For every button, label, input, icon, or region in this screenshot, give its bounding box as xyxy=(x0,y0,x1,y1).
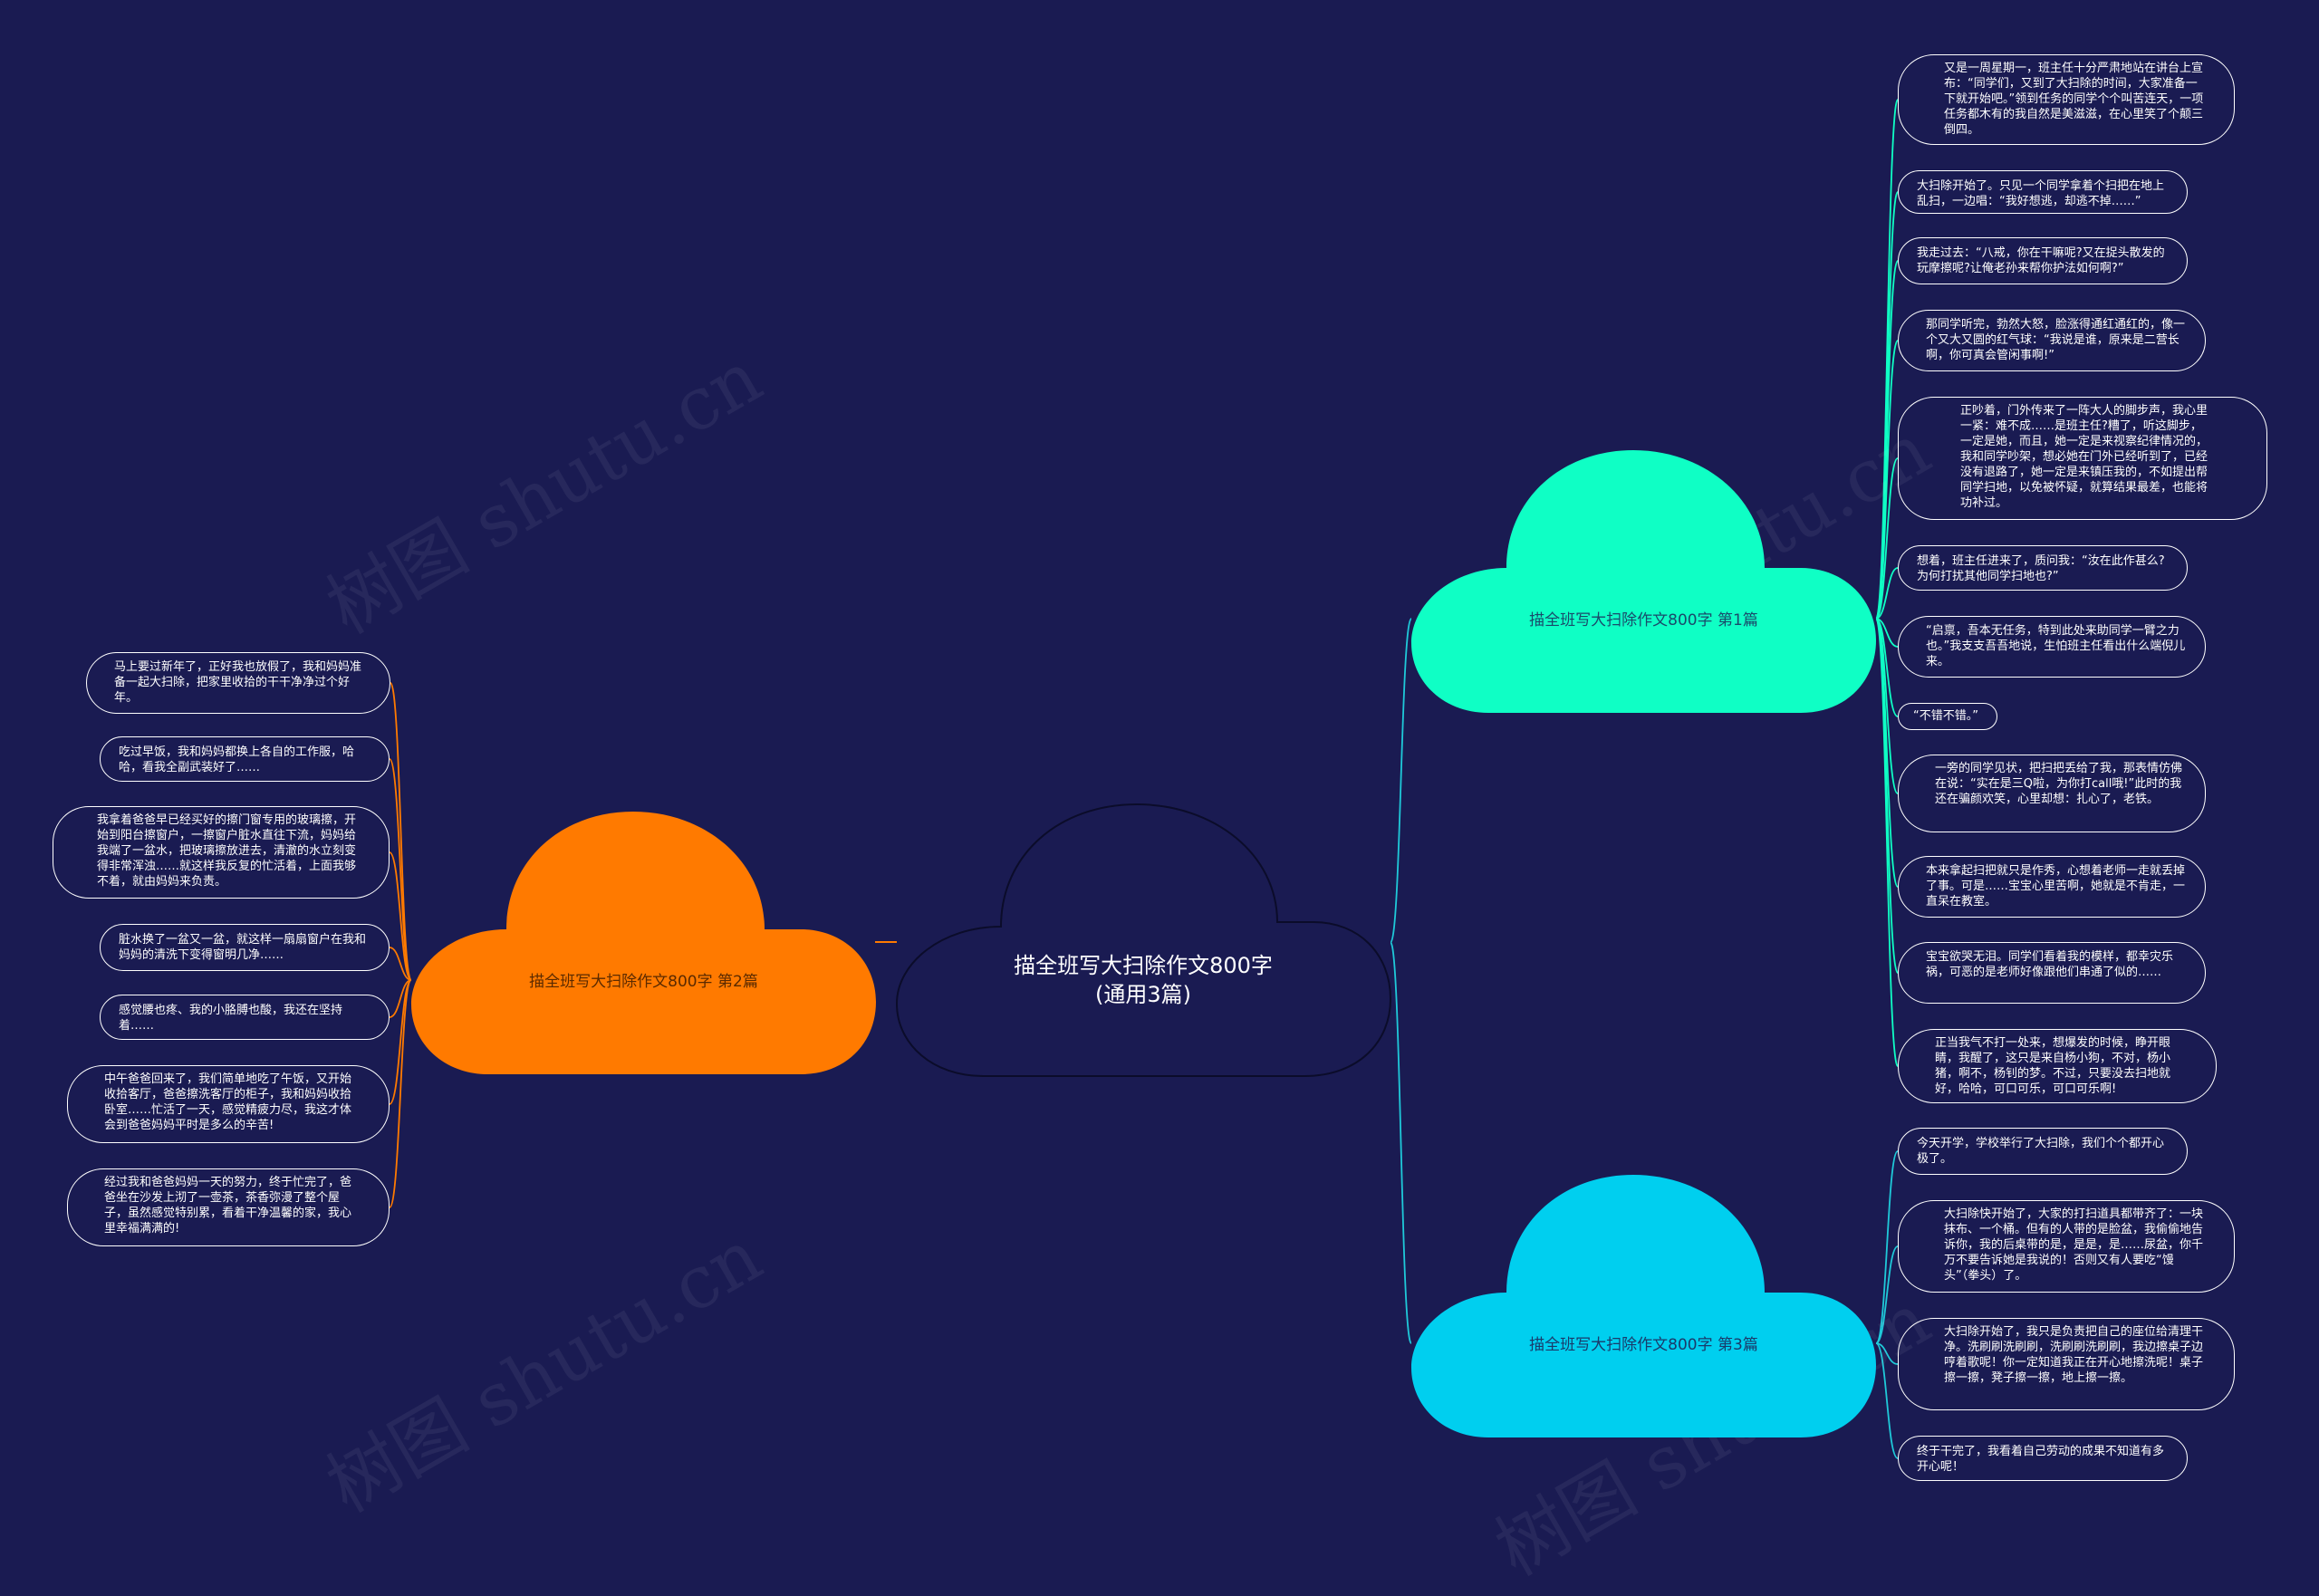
link-leaf-3-2 xyxy=(1875,1245,1899,1344)
branch-2-cloud-shape xyxy=(411,812,876,1074)
left-connector-dash xyxy=(875,941,897,943)
link-leaf-1-12 xyxy=(1875,618,1899,1067)
leaf-3-2[interactable]: 大扫除快开始了，大家的打扫道具都带齐了：一块抹布、一个桶。但有的人带的是脸盆，我… xyxy=(1898,1200,2235,1293)
link-leaf-1-4 xyxy=(1875,340,1899,620)
mindmap-canvas: 树图 shutu.cn 树图 shutu.cn 树图 shutu.cn 树图 s… xyxy=(53,54,2267,1592)
leaf-3-3[interactable]: 大扫除开始了，我只是负责把自己的座位给清理干净。洗刷刷洗刷刷，洗刷刷洗刷刷，我边… xyxy=(1898,1318,2235,1410)
link-leaf-2-5 xyxy=(389,979,412,1018)
leaf-2-7[interactable]: 经过我和爸爸妈妈一天的努力，终于忙完了，爸爸坐在沙发上沏了一壶茶，茶香弥漫了整个… xyxy=(67,1168,390,1246)
link-leaf-2-3 xyxy=(389,851,412,981)
link-leaf-3-1 xyxy=(1875,1150,1899,1344)
leaf-1-12[interactable]: 正当我气不打一处来，想爆发的时候，睁开眼睛，我醒了，这只是来自杨小狗，不对，杨小… xyxy=(1898,1029,2217,1103)
branch-1-cloud-shape xyxy=(1411,450,1876,713)
connector-lines xyxy=(389,99,1899,1459)
link-center-branch-3 xyxy=(1390,941,1412,1344)
leaf-1-9[interactable]: 一旁的同学见状，把扫把丢给了我，那表情仿佛在说：“实在是三Q啦，为你打call哦… xyxy=(1898,755,2206,832)
branch-1-label: 描全班写大扫除作文800字 第1篇 xyxy=(1529,611,1758,630)
link-center-branch-1 xyxy=(1390,618,1412,944)
leaf-1-3[interactable]: 我走过去：“八戒，你在干嘛呢?又在捉头散发的玩摩擦呢?让俺老孙来帮你护法如何啊?… xyxy=(1898,237,2188,284)
central-cloud-shape xyxy=(895,803,1392,1077)
link-leaf-1-6 xyxy=(1875,567,1899,620)
branch-topic-2[interactable]: 描全班写大扫除作文800字 第2篇 xyxy=(411,812,876,1076)
leaf-1-6[interactable]: 想着，班主任进来了，质问我：“汝在此作甚么?为何打扰其他同学扫地也?” xyxy=(1898,545,2188,591)
link-leaf-2-6 xyxy=(389,979,412,1105)
leaf-2-2[interactable]: 吃过早饭，我和妈妈都换上各自的工作服，哈哈，看我全副武装好了…… xyxy=(100,736,390,782)
central-topic[interactable]: 描全班写大扫除作文800字(通用3篇) xyxy=(895,803,1392,1081)
link-leaf-2-7 xyxy=(389,979,412,1208)
branch-3-label: 描全班写大扫除作文800字 第3篇 xyxy=(1529,1336,1758,1354)
leaf-3-1[interactable]: 今天开学，学校举行了大扫除，我们个个都开心极了。 xyxy=(1898,1128,2188,1175)
leaf-2-6[interactable]: 中午爸爸回来了，我们简单地吃了午饭，又开始收拾客厅，爸爸擦洗客厅的柜子，我和妈妈… xyxy=(67,1065,390,1143)
leaf-1-5[interactable]: 正吵着，门外传来了一阵大人的脚步声，我心里一紧：难不成……是班主任?糟了，听这脚… xyxy=(1898,397,2267,520)
leaf-1-2[interactable]: 大扫除开始了。只见一个同学拿着个扫把在地上乱扫，一边唱：“我好想逃，却逃不掉……… xyxy=(1898,170,2188,214)
leaf-1-8[interactable]: “不错不错。” xyxy=(1898,703,1997,730)
leaf-2-1[interactable]: 马上要过新年了，正好我也放假了，我和妈妈准备一起大扫除，把家里收拾的干干净净过个… xyxy=(86,652,390,714)
leaf-1-1[interactable]: 又是一周星期一，班主任十分严肃地站在讲台上宣布：“同学们，又到了大扫除的时间，大… xyxy=(1898,54,2235,145)
branch-topic-1[interactable]: 描全班写大扫除作文800字 第1篇 xyxy=(1411,450,1876,715)
link-leaf-2-2 xyxy=(389,758,412,981)
link-leaf-2-4 xyxy=(389,947,412,981)
leaf-1-4[interactable]: 那同学听完，勃然大怒，脸涨得通红通红的，像一个又大又圆的红气球：“我说是谁，原来… xyxy=(1898,310,2206,371)
leaf-2-4[interactable]: 脏水换了一盆又一盆，就这样一扇扇窗户在我和妈妈的清洗下变得窗明几净…… xyxy=(100,924,390,971)
central-topic-title: 描全班写大扫除作文800字(通用3篇) xyxy=(1014,953,1273,1007)
leaf-1-10[interactable]: 本来拿起扫把就只是作秀，心想着老师一走就丢掉了事。可是……宝宝心里苦啊，她就是不… xyxy=(1898,856,2206,918)
link-leaf-1-5 xyxy=(1875,457,1899,620)
leaf-3-4[interactable]: 终于干完了，我看着自己劳动的成果不知道有多开心呢！ xyxy=(1898,1436,2188,1481)
leaf-2-3[interactable]: 我拿着爸爸早已经买好的擦门窗专用的玻璃擦，开始到阳台擦窗户，一擦窗户脏水直往下流… xyxy=(53,806,390,899)
link-leaf-3-3 xyxy=(1875,1342,1899,1365)
leaf-1-11[interactable]: 宝宝欲哭无泪。同学们看着我的模样，都幸灾乐祸，可恶的是老师好像跟他们串通了似的…… xyxy=(1898,942,2206,1004)
branch-2-label: 描全班写大扫除作文800字 第2篇 xyxy=(529,973,758,991)
branch-3-cloud-shape xyxy=(1411,1175,1876,1437)
leaf-1-7[interactable]: “启禀，吾本无任务，特到此处来助同学一臂之力也。”我支支吾吾地说，生怕班主任看出… xyxy=(1898,616,2206,678)
link-leaf-3-4 xyxy=(1875,1342,1899,1459)
branch-topic-3[interactable]: 描全班写大扫除作文800字 第3篇 xyxy=(1411,1175,1876,1439)
link-leaf-2-1 xyxy=(390,682,412,981)
leaf-2-5[interactable]: 感觉腰也疼、我的小胳膊也酸，我还在坚持着…… xyxy=(100,995,390,1040)
